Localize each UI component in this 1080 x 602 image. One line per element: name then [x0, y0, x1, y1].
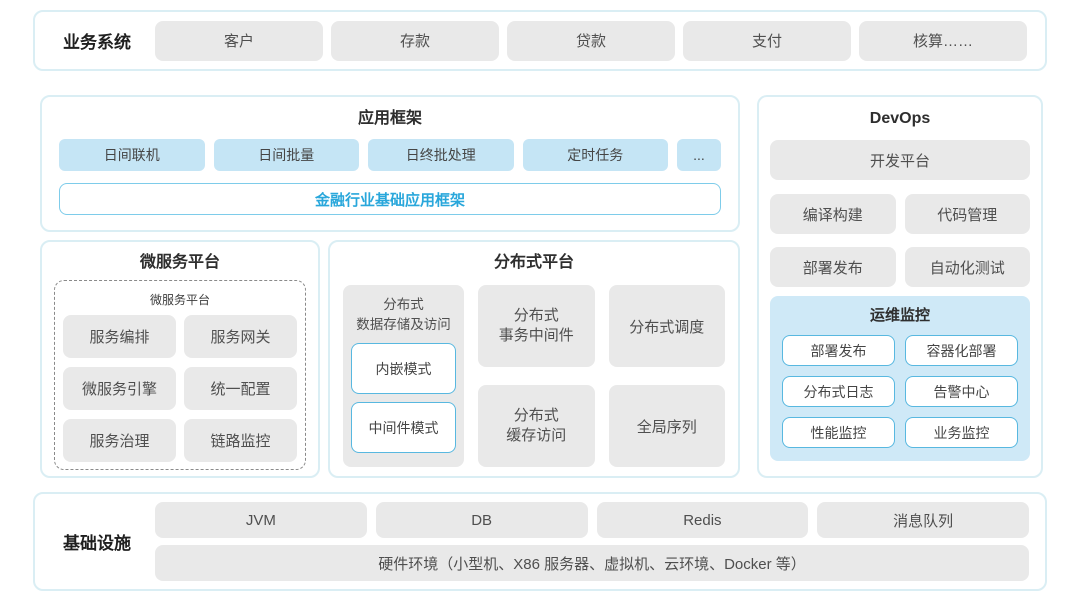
- app-item-daytime-online: 日间联机: [59, 139, 205, 171]
- app-item-scheduled-task: 定时任务: [522, 139, 668, 171]
- distributed-panel: 分布式平台 分布式 数据存储及访问 内嵌模式 中间件模式 分布式 事务中间件 分…: [328, 240, 740, 478]
- micro-item-governance: 服务治理: [63, 419, 176, 462]
- app-framework-title: 应用框架: [357, 110, 422, 127]
- distributed-grid: 分布式 数据存储及访问 内嵌模式 中间件模式 分布式 事务中间件 分布式 缓存访…: [343, 285, 725, 467]
- dist-item-global-sequence: 全局序列: [608, 385, 725, 467]
- business-item-payment: 支付: [683, 20, 851, 61]
- infrastructure-band: 基础设施 JVM DB Redis 消息队列 硬件环境（小型机、X86 服务器、…: [33, 492, 1047, 591]
- ops-item-business-monitor: 业务监控: [905, 417, 1018, 448]
- ops-item-alert-center: 告警中心: [905, 376, 1018, 407]
- business-system-band: 业务系统 客户 存款 贷款 支付 核算……: [33, 10, 1047, 71]
- storage-mode-middleware: 中间件模式: [351, 402, 456, 453]
- app-framework-row: 日间联机 日间批量 日终批处理 定时任务 ...: [59, 139, 721, 171]
- app-item-more: ...: [677, 139, 721, 171]
- business-system-row: 客户 存款 贷款 支付 核算……: [155, 20, 1027, 61]
- business-item-customer: 客户: [155, 20, 323, 61]
- devops-item-auto-test: 自动化测试: [904, 247, 1030, 287]
- business-item-accounting: 核算……: [859, 20, 1027, 61]
- distributed-title: 分布式平台: [493, 254, 574, 271]
- app-item-eod-batch: 日终批处理: [368, 139, 514, 171]
- ops-monitor-grid: 部署发布 容器化部署 分布式日志 告警中心 性能监控 业务监控: [782, 335, 1018, 448]
- devops-title: DevOps: [869, 110, 931, 127]
- micro-item-tracing: 链路监控: [184, 419, 297, 462]
- infra-item-jvm: JVM: [155, 502, 367, 538]
- devops-grid: 编译构建 代码管理 部署发布 自动化测试: [770, 194, 1030, 287]
- storage-mode-embedded: 内嵌模式: [351, 343, 456, 394]
- microservice-inner-box: 微服务平台 服务编排 服务网关 微服务引擎 统一配置 服务治理 链路监控: [54, 280, 306, 470]
- infrastructure-label: 基础设施: [63, 534, 131, 553]
- devops-item-deploy: 部署发布: [770, 247, 896, 287]
- ops-monitor-panel: 运维监控 部署发布 容器化部署 分布式日志 告警中心 性能监控 业务监控: [770, 296, 1030, 461]
- distributed-storage-title: 分布式 数据存储及访问: [356, 297, 451, 332]
- microservice-grid: 服务编排 服务网关 微服务引擎 统一配置 服务治理 链路监控: [63, 315, 297, 462]
- micro-item-config: 统一配置: [184, 367, 297, 410]
- dist-item-cache-access: 分布式 缓存访问: [478, 385, 595, 467]
- devops-item-build: 编译构建: [770, 194, 896, 234]
- hardware-environment-bar: 硬件环境（小型机、X86 服务器、虚拟机、云环境、Docker 等）: [155, 545, 1029, 581]
- micro-item-gateway: 服务网关: [184, 315, 297, 358]
- devops-dev-platform: 开发平台: [770, 140, 1030, 180]
- distributed-storage-group: 分布式 数据存储及访问 内嵌模式 中间件模式: [343, 285, 464, 467]
- ops-monitor-title: 运维监控: [869, 307, 930, 324]
- infra-item-mq: 消息队列: [817, 502, 1029, 538]
- distributed-col-2: 分布式 事务中间件 分布式 缓存访问: [478, 285, 595, 467]
- app-framework-panel: 应用框架 日间联机 日间批量 日终批处理 定时任务 ... 金融行业基础应用框架: [40, 95, 740, 232]
- distributed-col-3: 分布式调度 全局序列: [608, 285, 725, 467]
- micro-item-orchestration: 服务编排: [63, 315, 176, 358]
- app-item-daytime-batch: 日间批量: [213, 139, 359, 171]
- finance-base-framework-bar: 金融行业基础应用框架: [59, 183, 721, 215]
- microservice-inner-title: 微服务平台: [149, 293, 210, 307]
- business-item-deposit: 存款: [331, 20, 499, 61]
- business-system-label: 业务系统: [63, 33, 131, 52]
- devops-item-code-mgmt: 代码管理: [904, 194, 1030, 234]
- infrastructure-row: JVM DB Redis 消息队列: [155, 502, 1029, 538]
- ops-item-performance-monitor: 性能监控: [782, 417, 895, 448]
- microservice-title: 微服务平台: [139, 254, 220, 271]
- infra-item-redis: Redis: [596, 502, 809, 538]
- business-item-loan: 贷款: [507, 20, 675, 61]
- ops-item-container-deploy: 容器化部署: [905, 335, 1018, 366]
- dist-item-scheduling: 分布式调度: [608, 285, 725, 367]
- microservice-panel: 微服务平台 微服务平台 服务编排 服务网关 微服务引擎 统一配置 服务治理 链路…: [40, 240, 320, 478]
- devops-panel: DevOps 开发平台 编译构建 代码管理 部署发布 自动化测试 运维监控 部署…: [757, 95, 1043, 478]
- infra-item-db: DB: [375, 502, 588, 538]
- ops-item-distributed-log: 分布式日志: [782, 376, 895, 407]
- dist-item-transaction-middleware: 分布式 事务中间件: [478, 285, 595, 367]
- infrastructure-rows: JVM DB Redis 消息队列 硬件环境（小型机、X86 服务器、虚拟机、云…: [155, 502, 1029, 581]
- micro-item-engine: 微服务引擎: [63, 367, 176, 410]
- ops-item-deploy-release: 部署发布: [782, 335, 895, 366]
